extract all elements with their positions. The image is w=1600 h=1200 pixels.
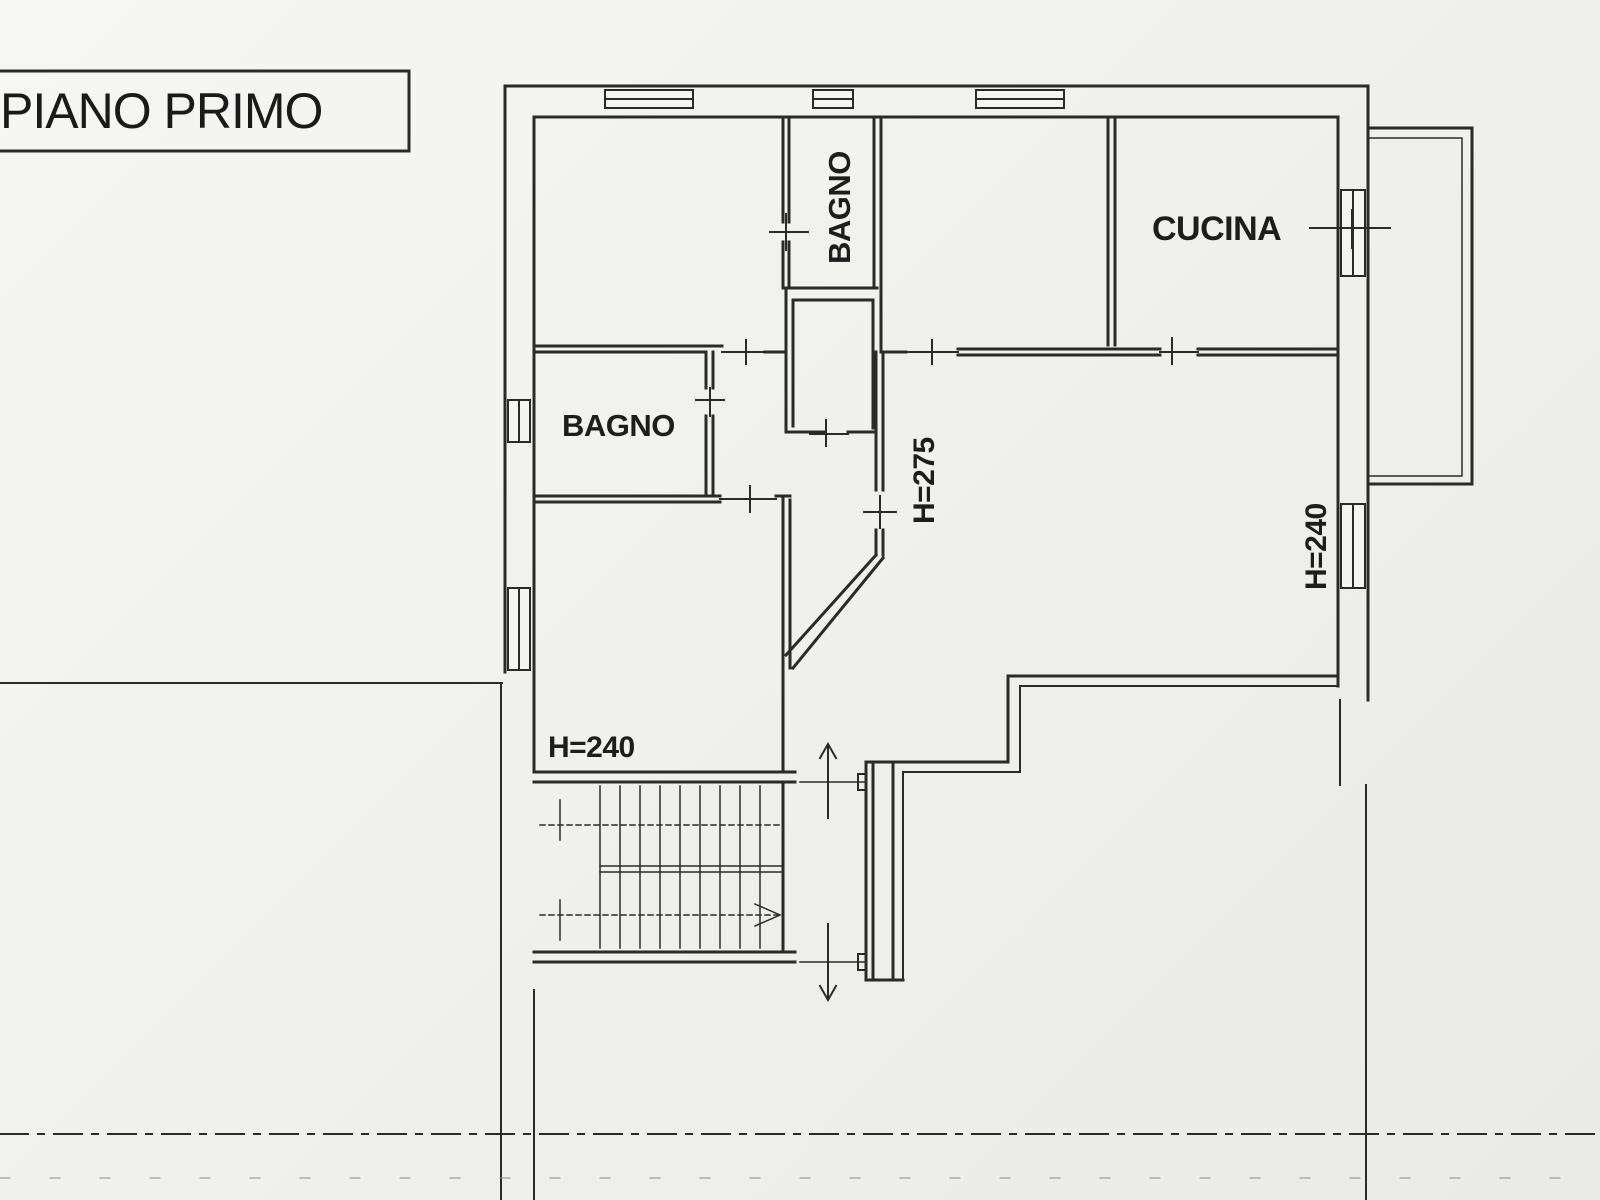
exterior-walls <box>503 84 1370 772</box>
height-label-living: H=240 <box>1300 503 1333 590</box>
left-windows <box>507 399 531 671</box>
room-label-bagno-top: BAGNO <box>822 151 857 264</box>
plan-title: PIANO PRIMO <box>0 83 322 139</box>
interior-walls <box>532 115 1340 982</box>
height-label-landing: H=240 <box>548 731 635 764</box>
balcony <box>1366 126 1474 486</box>
room-label-cucina: CUCINA <box>1152 210 1281 248</box>
title-box <box>0 69 411 153</box>
door-marks <box>695 209 1391 529</box>
top-windows <box>604 89 1065 109</box>
level-arrows <box>799 741 867 1003</box>
room-label-bagno-left: BAGNO <box>562 408 675 443</box>
height-label-corridor: H=275 <box>908 437 941 524</box>
staircase <box>539 785 784 949</box>
right-windows <box>1340 189 1366 589</box>
